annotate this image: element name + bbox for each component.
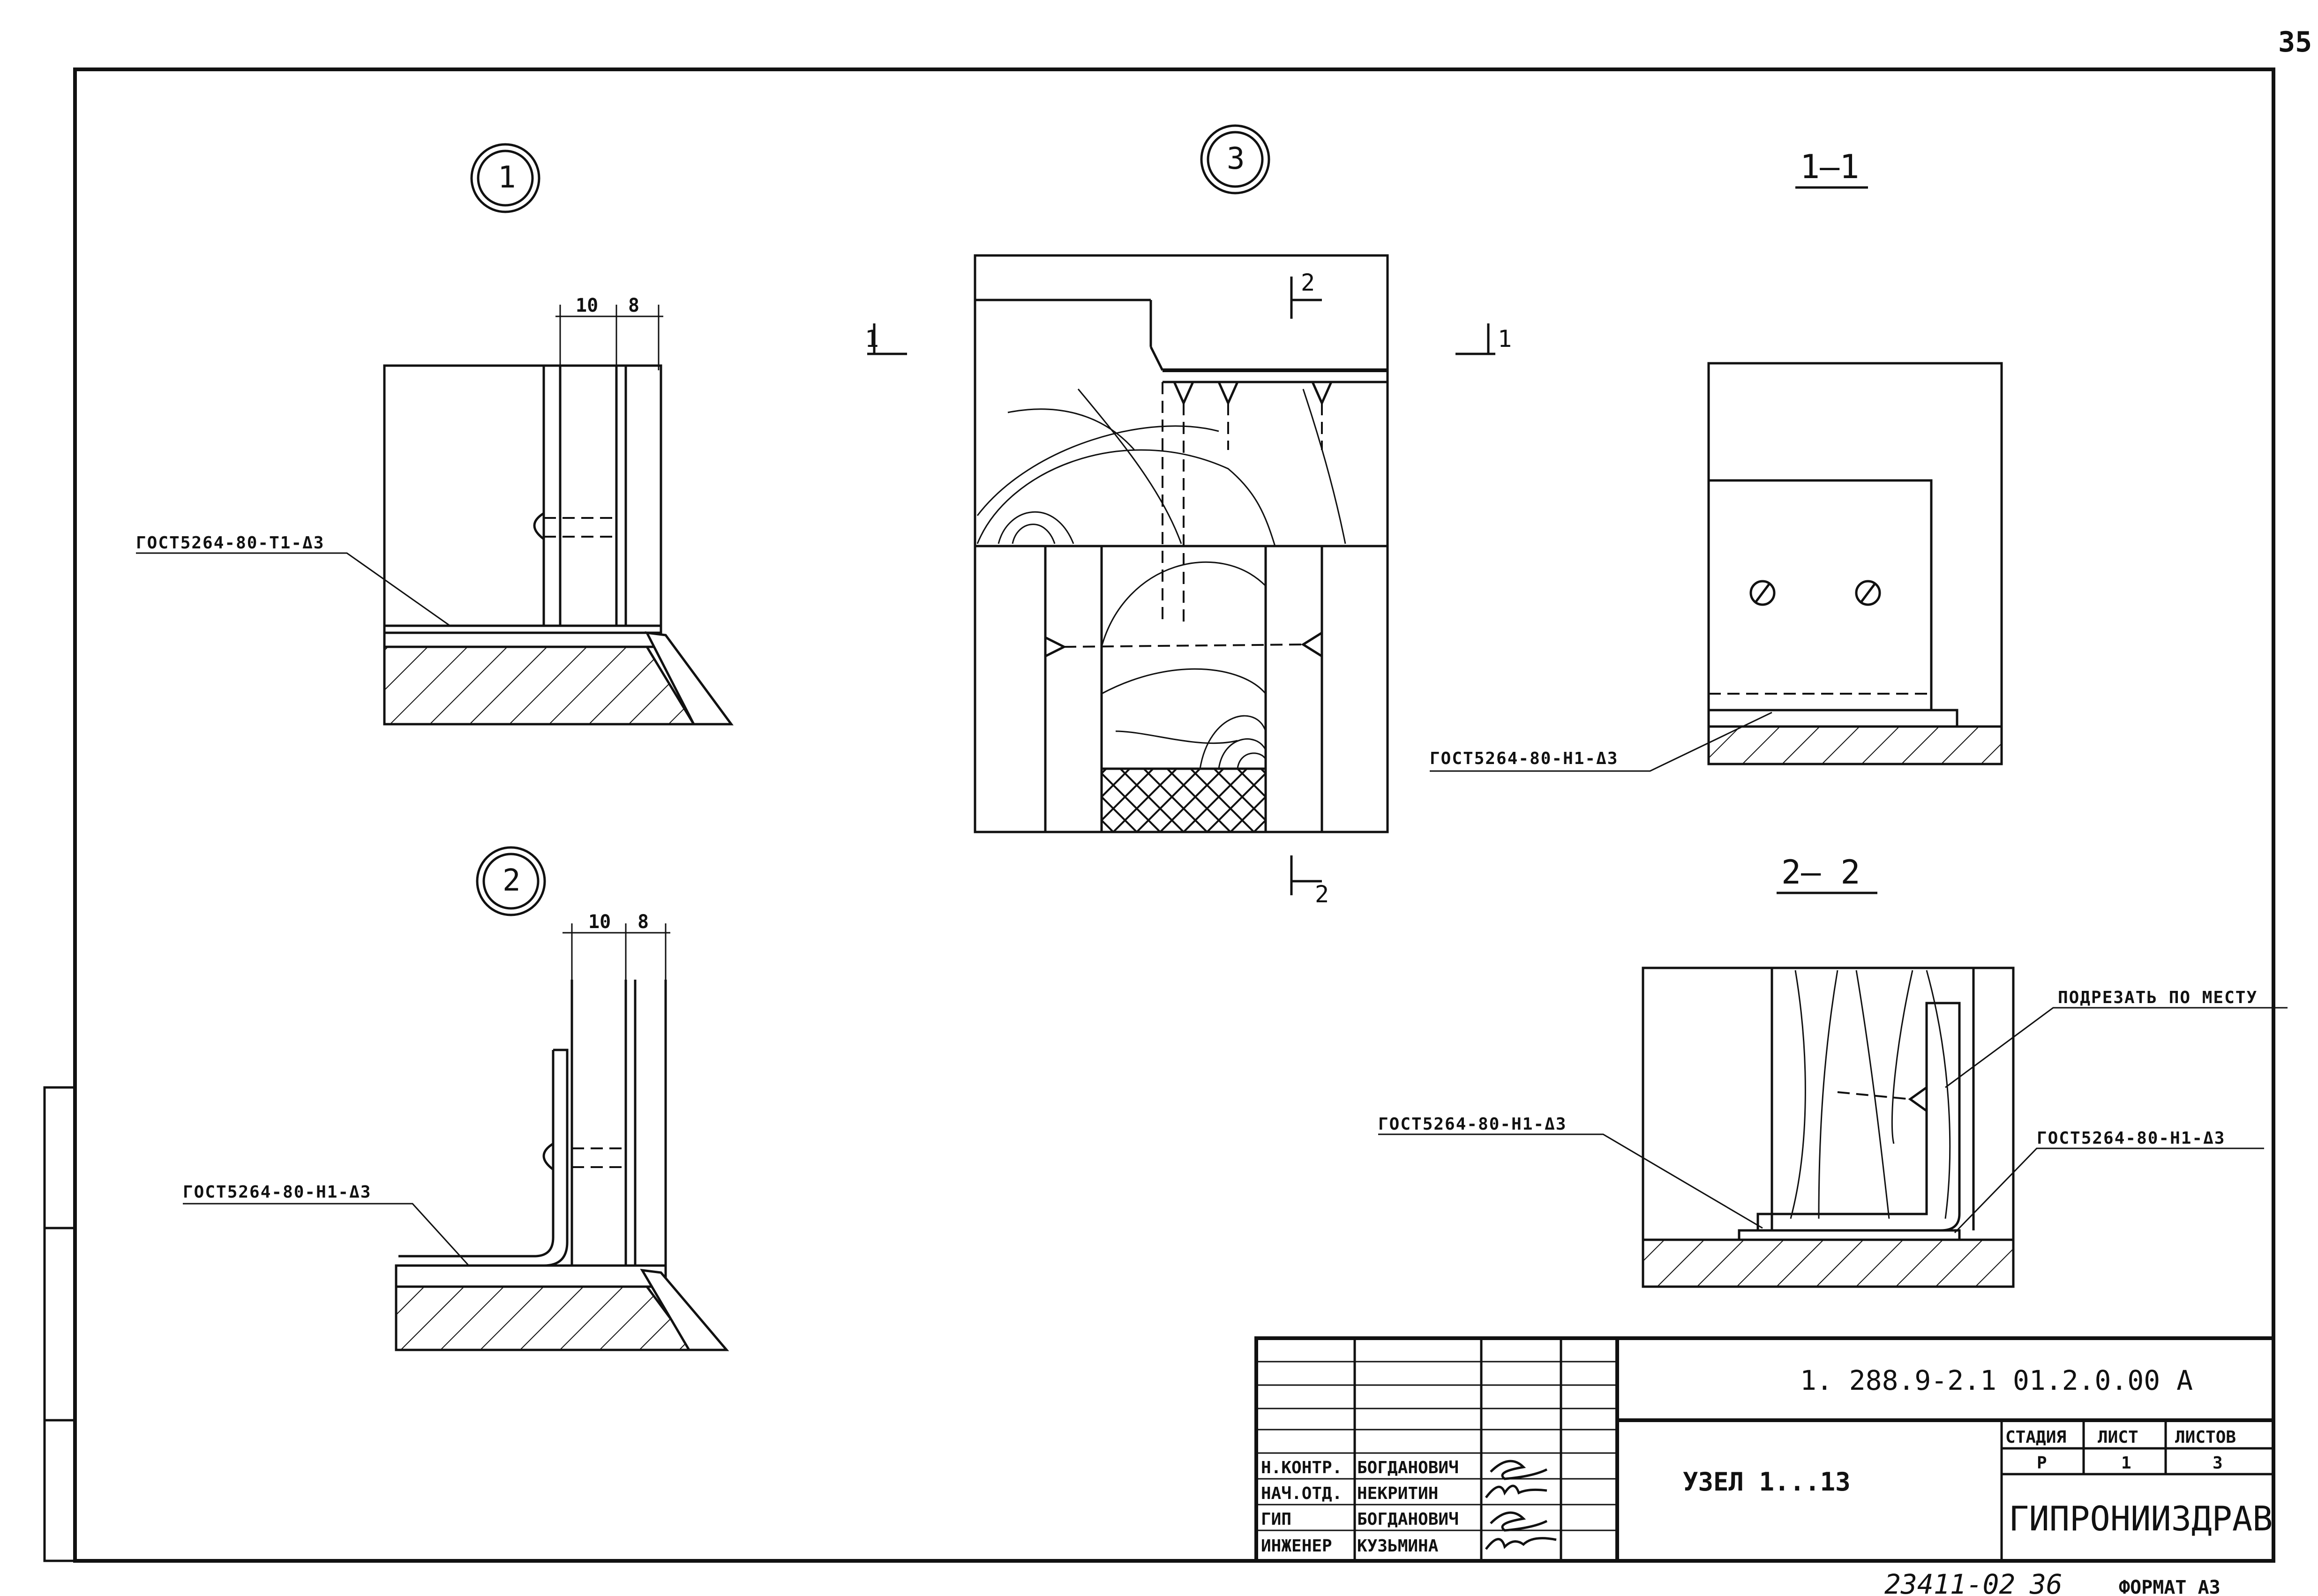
title-block: 1. 288.9-2.1 01.2.0.00 А УЗЕЛ 1...13 СТА… xyxy=(1254,1336,2275,1563)
stage-value: Р xyxy=(2037,1454,2047,1473)
sheet-value: 1 xyxy=(2121,1454,2131,1473)
section-1-1-weld-label: ГОСТ5264-80-Н1-Δ3 xyxy=(1430,749,1618,768)
copy-number: 36 xyxy=(2029,1568,2063,1596)
drawing-frame xyxy=(73,67,2275,1563)
signature xyxy=(1485,1484,1547,1499)
format-label: ФОРМАТ А3 xyxy=(2119,1577,2220,1596)
organization-name: ГИПРОНИИЗДРАВ xyxy=(2009,1499,2273,1538)
staff-name: НЕКРИТИН xyxy=(1357,1484,1438,1503)
detail-1-marker: 1 xyxy=(498,160,516,195)
signature xyxy=(1490,1511,1548,1532)
detail-3-cut1-left: 1 xyxy=(865,325,879,352)
detail-1-dim-b: 8 xyxy=(628,295,639,316)
staff-role: НАЧ.ОТД. xyxy=(1261,1484,1342,1503)
page-number: 35 xyxy=(2278,26,2312,59)
section-1-1: 1—1 ГОСТ5264-80-Н1-Δ3 xyxy=(1430,148,2003,772)
stage-header: СТАДИЯ xyxy=(2005,1428,2066,1447)
detail-1: 1 10 8 ГОСТ5264-80-Т1-Δ3 xyxy=(136,143,734,726)
detail-3-marker: 3 xyxy=(1227,142,1245,176)
detail-2-weld-label: ГОСТ5264-80-Н1-Δ3 xyxy=(183,1183,371,1202)
signature xyxy=(1485,1537,1557,1550)
detail-2-dim-b: 8 xyxy=(638,911,649,933)
detail-1-dim-a: 10 xyxy=(576,295,598,316)
section-2-2: 2— 2 ГОСТ5264-80-Н1-Δ3 ГОСТ5264-80-Н1-Δ3… xyxy=(1378,853,2288,1288)
staff-role: Н.КОНТР. xyxy=(1261,1458,1342,1477)
sheets-header: ЛИСТОВ xyxy=(2175,1428,2236,1447)
detail-3: 3 xyxy=(865,124,1512,908)
staff-role: ГИП xyxy=(1261,1510,1291,1529)
left-margin-stamp xyxy=(43,1086,76,1562)
staff-name: БОГДАНОВИЧ xyxy=(1357,1510,1459,1529)
doc-code: 1. 288.9-2.1 01.2.0.00 А xyxy=(1800,1364,2193,1396)
detail-2-dim-a: 10 xyxy=(588,911,611,933)
detail-3-cut2-bottom: 2 xyxy=(1315,881,1329,908)
section-2-2-weld-left: ГОСТ5264-80-Н1-Δ3 xyxy=(1378,1115,1567,1134)
sheets-value: 3 xyxy=(2213,1454,2223,1473)
section-2-2-title: 2— 2 xyxy=(1781,853,1860,892)
section-2-2-note: ПОДРЕЗАТЬ ПО МЕСТУ xyxy=(2058,988,2258,1007)
signature xyxy=(1490,1460,1548,1480)
staff-name: КУЗЬМИНА xyxy=(1357,1536,1439,1556)
staff-name: БОГДАНОВИЧ xyxy=(1357,1458,1459,1477)
detail-2: 2 10 8 ГОСТ5264-80-Н1-Δ3 xyxy=(183,846,729,1351)
drawing-title: УЗЕЛ 1...13 xyxy=(1683,1467,1851,1497)
staff-role: ИНЖЕНЕР xyxy=(1261,1536,1332,1556)
detail-1-weld-label: ГОСТ5264-80-Т1-Δ3 xyxy=(136,533,324,553)
sheet-header: ЛИСТ xyxy=(2098,1428,2138,1447)
detail-3-cut2-top: 2 xyxy=(1301,269,1315,296)
detail-3-cut1-right: 1 xyxy=(1498,325,1512,352)
section-2-2-weld-right: ГОСТ5264-80-Н1-Δ3 xyxy=(2037,1129,2225,1148)
section-1-1-title: 1—1 xyxy=(1800,148,1859,186)
inventory-number: 23411-02 xyxy=(1884,1568,2015,1596)
detail-2-marker: 2 xyxy=(503,863,521,898)
